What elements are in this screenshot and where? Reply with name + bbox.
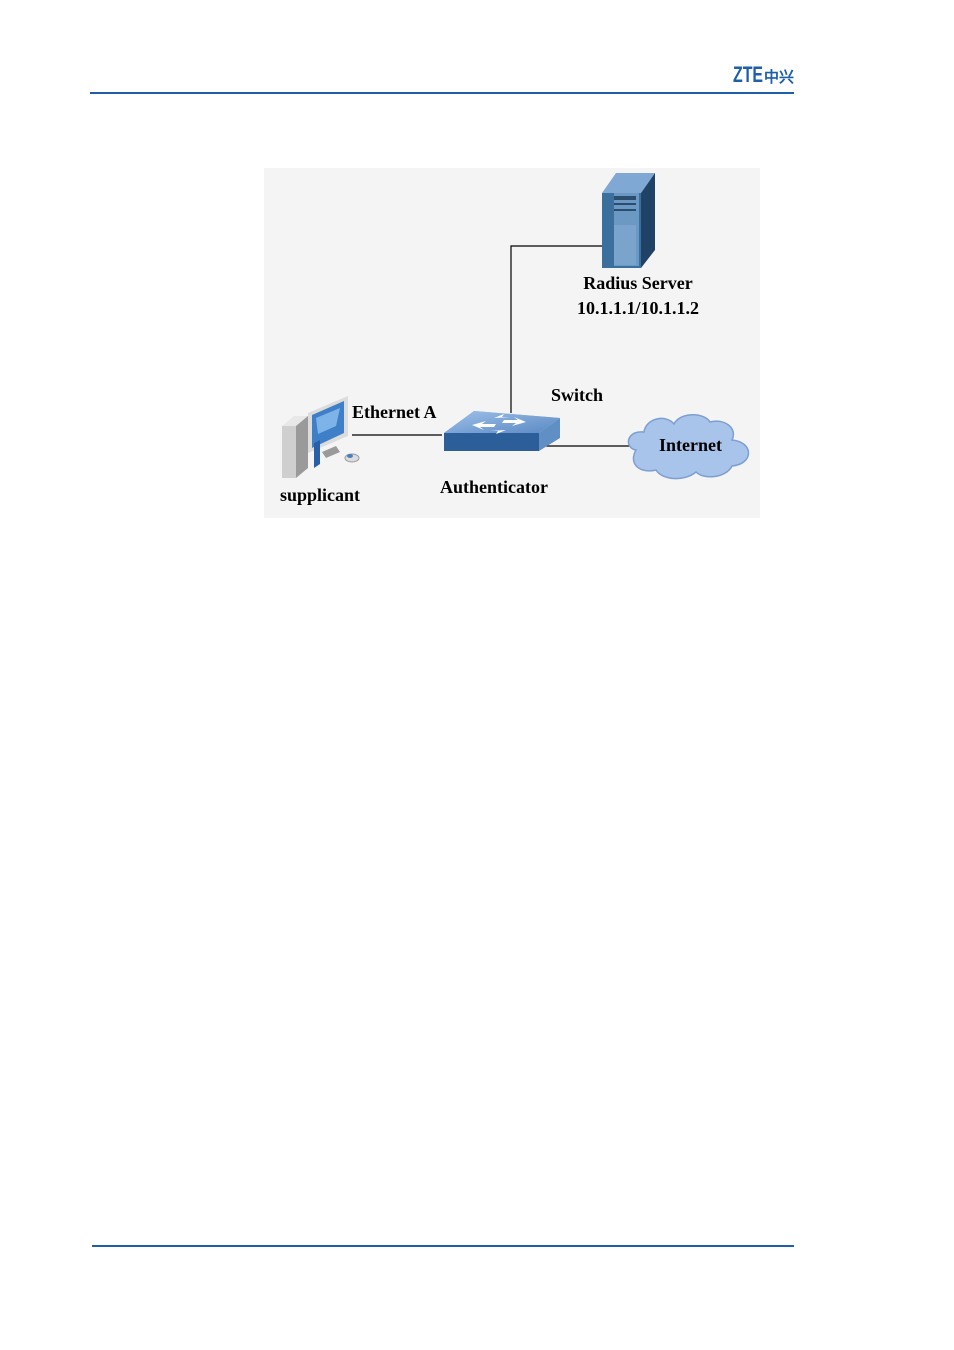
header-rule xyxy=(90,92,794,94)
diagram-canvas xyxy=(264,168,760,518)
authenticator-label: Authenticator xyxy=(440,476,548,498)
pc-workstation-icon xyxy=(282,396,359,478)
zte-logo: ZTE 中兴 xyxy=(733,62,795,86)
network-diagram: Radius Server 10.1.1.1/10.1.1.2 Switch E… xyxy=(264,168,760,518)
footer-rule xyxy=(92,1245,794,1247)
ethernet-a-label: Ethernet A xyxy=(352,401,437,423)
supplicant-label: supplicant xyxy=(280,484,360,506)
radius-server-label: Radius Server xyxy=(564,272,712,294)
zte-logo-latin: ZTE xyxy=(733,62,763,86)
switch-icon xyxy=(444,411,560,451)
radius-server-ip: 10.1.1.1/10.1.1.2 xyxy=(554,297,722,319)
zte-logo-cjk: 中兴 xyxy=(764,68,794,86)
server-tower-icon xyxy=(602,173,655,268)
internet-label: Internet xyxy=(659,434,722,456)
switch-label: Switch xyxy=(551,384,603,406)
